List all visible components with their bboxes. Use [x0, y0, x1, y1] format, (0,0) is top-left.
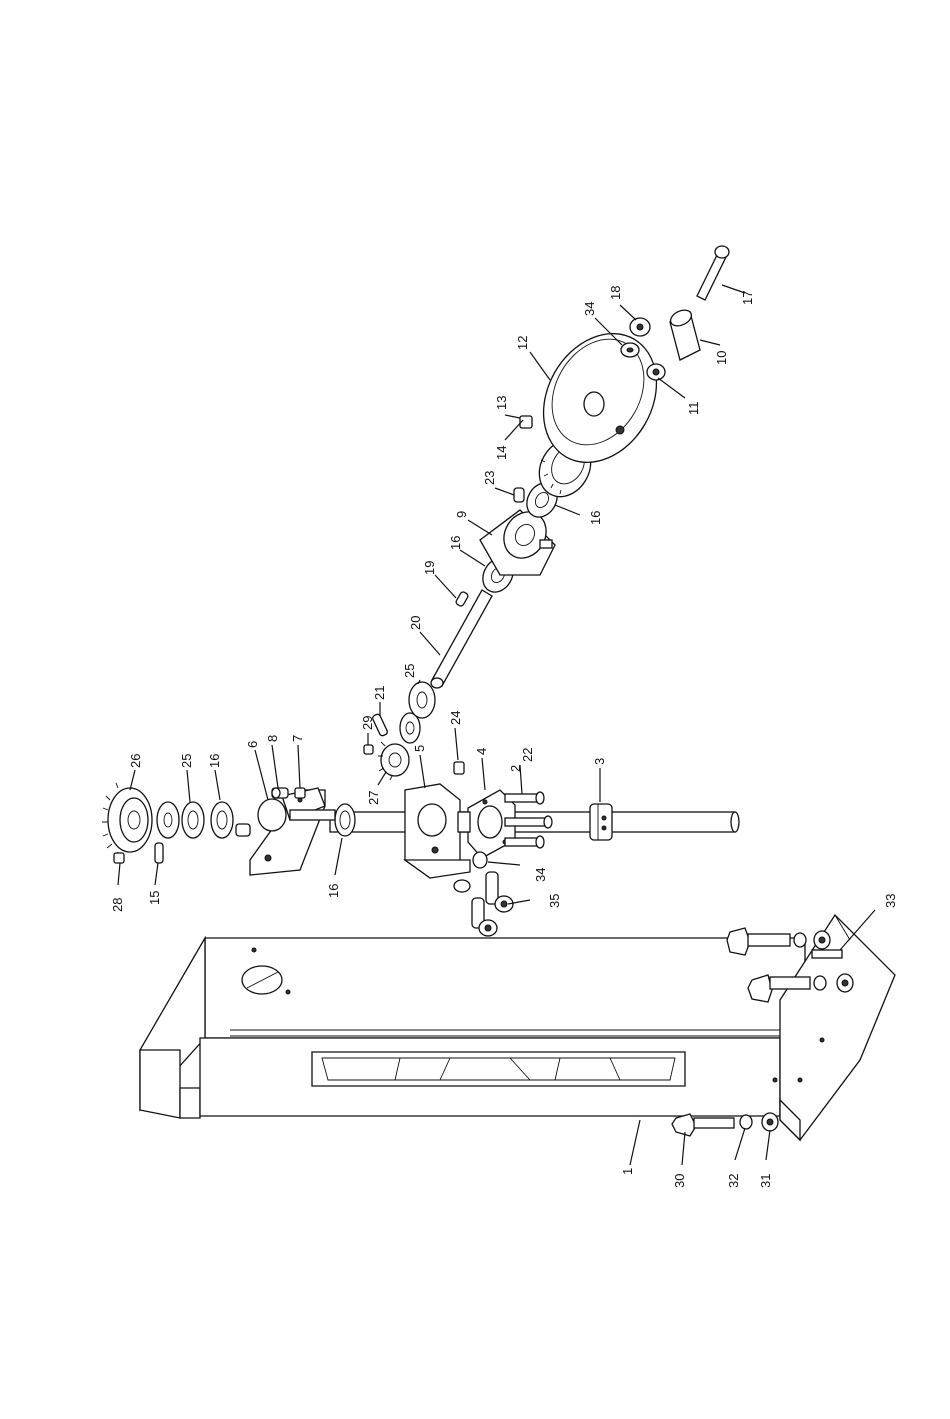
callout-13: 13 [494, 396, 509, 410]
callout-35: 35 [547, 894, 562, 908]
bolts-part-2-22 [505, 792, 552, 848]
bevel-gear-housing-part-5 [405, 784, 470, 878]
callout-34-left: 34 [533, 868, 548, 882]
callout-1: 1 [620, 1168, 635, 1175]
callout-16-diag-right: 16 [588, 511, 603, 525]
callout-4: 4 [474, 748, 489, 755]
callout-19: 19 [422, 561, 437, 575]
set-screw-part-28 [114, 853, 124, 863]
handle-sleeve-part-10 [668, 307, 700, 360]
screw-part-23 [514, 488, 524, 502]
washer-part-25-right [400, 713, 420, 743]
column-body-part-1 [140, 938, 805, 1118]
callout-5: 5 [412, 745, 427, 752]
callout-3: 3 [592, 758, 607, 765]
screw-part-8 [272, 788, 288, 798]
callout-23: 23 [482, 471, 497, 485]
bearing-part-16-shaft [335, 804, 355, 836]
pin-part-7 [295, 788, 305, 798]
callout-12: 12 [515, 336, 530, 350]
callout-27: 27 [366, 791, 381, 805]
bearing-part-25-right [409, 682, 435, 718]
callout-16-diag-left: 16 [448, 536, 463, 550]
washer-part-25-spacer [157, 802, 179, 838]
set-screw-part-29 [364, 745, 373, 754]
callout-6: 6 [245, 741, 260, 748]
callout-11: 11 [686, 402, 701, 416]
callout-31: 31 [758, 1174, 773, 1188]
callout-17: 17 [740, 291, 755, 305]
gear-bracket-part-6 [250, 788, 335, 875]
callout-26: 26 [128, 754, 143, 768]
callout-34-right: 34 [582, 302, 597, 316]
washer-part-34-right [621, 343, 639, 357]
callout-9: 9 [454, 511, 469, 518]
callout-33: 33 [883, 894, 898, 908]
callout-28: 28 [110, 898, 125, 912]
small-bevel-gear-part-27 [378, 742, 409, 780]
callout-32: 32 [726, 1174, 741, 1188]
callout-16-shaft: 16 [326, 884, 341, 898]
bevel-gear-part-26 [102, 783, 152, 857]
callout-21: 21 [372, 686, 387, 700]
callout-29: 29 [360, 716, 375, 730]
spacer-part-25-left [182, 802, 204, 838]
base-pin [812, 950, 842, 958]
callout-8: 8 [265, 735, 280, 742]
key-part-19 [455, 591, 469, 607]
ring-nut-part-3 [590, 804, 612, 840]
callout-20: 20 [408, 616, 423, 630]
callout-30: 30 [672, 1174, 687, 1188]
callout-7: 7 [290, 735, 305, 742]
bottom-screw-part-30 [672, 1114, 734, 1136]
bearing-part-16-left [211, 802, 250, 838]
callout-24: 24 [448, 711, 463, 725]
callout-25-right: 25 [402, 664, 417, 678]
cap-screws-part-35 [472, 872, 513, 936]
callout-18: 18 [608, 286, 623, 300]
nut-part-11 [647, 364, 665, 380]
pin-part-15 [155, 843, 163, 863]
callout-25-left: 25 [179, 754, 194, 768]
callout-2: 2 [508, 765, 523, 772]
callout-14: 14 [494, 446, 509, 460]
callout-10: 10 [714, 351, 729, 365]
callout-16-left: 16 [207, 754, 222, 768]
handle-bolt-part-17 [697, 246, 729, 300]
nut-part-18 [630, 318, 650, 336]
callout-22: 22 [520, 748, 535, 762]
pin-part-24 [454, 762, 464, 774]
callout-15: 15 [147, 891, 162, 905]
